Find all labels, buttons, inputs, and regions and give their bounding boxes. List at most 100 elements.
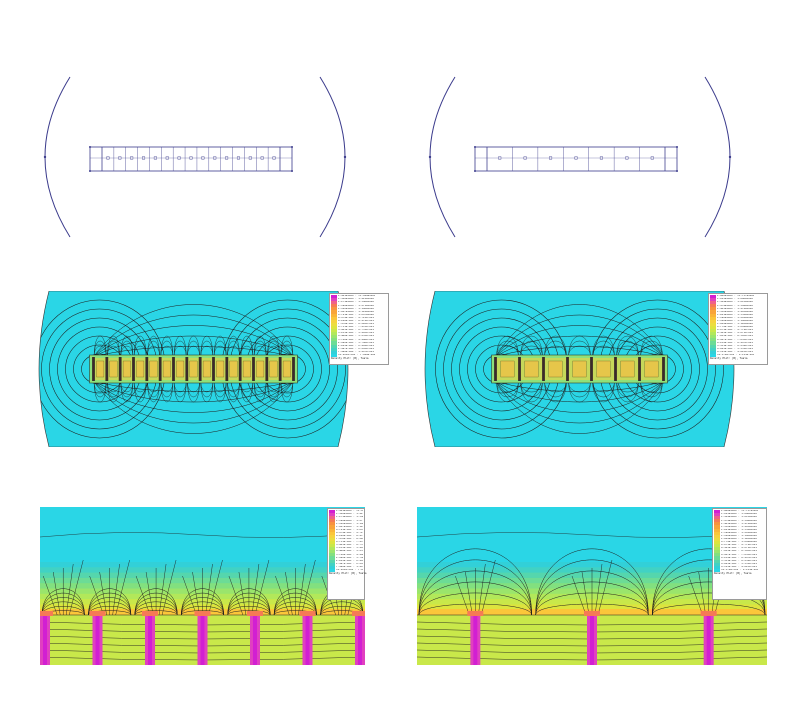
geometry-node: [89, 146, 91, 148]
legend-row: 2.245e-001 : 2.992e-001: [331, 344, 387, 348]
flux-line: [495, 380, 664, 424]
legend-row: 1.421e+000 : >1.496e+000: [331, 295, 387, 299]
magnet-label-marker: [189, 156, 193, 160]
legend-swatch: [329, 565, 335, 569]
magnet-segment: [524, 360, 539, 378]
legend-label: 6.947e-001 : 7.655e-001: [717, 338, 753, 341]
legend-swatch: [329, 540, 335, 545]
geometry-node: [89, 170, 91, 172]
flux-line: [43, 575, 58, 616]
legend-row: 1.615e+000 : 1.686e+000: [714, 513, 765, 517]
flux-line: [93, 314, 294, 358]
magnet-pole: [590, 357, 593, 381]
legend-label: 4.488e-001 : 5.235e-001: [338, 335, 374, 338]
pole-core: [358, 615, 362, 665]
flux-line: [93, 380, 294, 424]
legend-swatch: [710, 301, 716, 305]
magnet-pole: [132, 357, 135, 381]
magnet-pole: [225, 357, 229, 381]
flux-line: [688, 575, 703, 616]
legend-swatch: [331, 332, 337, 336]
legend-swatch: [714, 568, 720, 572]
legend-row: 5.235e-001 : 5.983e-001: [331, 332, 387, 336]
flux-line: [581, 571, 590, 616]
flux-line: [93, 304, 294, 358]
magnet-pole: [518, 357, 521, 381]
geometry-drawing-left: [43, 76, 347, 238]
magnet-pole: [158, 357, 162, 381]
legend-swatch: [329, 528, 335, 532]
legend-label: 1.474e+000 : 1.544e+000: [721, 519, 757, 522]
density-band: [40, 562, 365, 568]
zoom-plot-right: [417, 507, 767, 665]
legend-swatch: [714, 534, 720, 538]
flux-line: [251, 563, 260, 616]
pole-core: [43, 615, 47, 665]
legend-row: 7.478e-001 : 8.226e-001: [331, 322, 387, 326]
flux-line: [135, 575, 151, 616]
legend-label: 6.239e-001 : 6.947e-001: [721, 556, 757, 559]
magnet-label-marker: [523, 156, 527, 160]
legend-row: 1.122e+000 : 1.196e+000: [331, 307, 387, 311]
legend-swatch: [710, 304, 716, 308]
legend-swatch: [714, 519, 720, 523]
flux-line: [40, 532, 365, 538]
field-contours: [39, 299, 348, 439]
legend-row: <4.578e-002 : 4.115e-001: [714, 568, 765, 572]
legend-label: 8.363e-001 : 9.071e-001: [717, 332, 753, 335]
legend-row: 7.496e-002 : 1.497e-001: [331, 350, 387, 354]
legend-row: <2.201e-004 : 7.496e-002: [331, 353, 387, 357]
flux-line: [93, 380, 294, 434]
legend-swatch: [329, 568, 335, 572]
legend-row: 1.346e+000 : 1.421e+000: [329, 513, 363, 517]
magnet-pole: [638, 357, 641, 381]
legend-row: 8.226e-001 : 8.974e-001: [331, 319, 387, 323]
legend-row: 1.686e+000 : >1.757e+000: [710, 295, 766, 299]
magnet-label-marker: [248, 156, 252, 160]
legend-label: 1.686e+000 : >1.757e+000: [721, 510, 759, 513]
magnet-segment: [282, 360, 291, 378]
legend-swatch: [329, 550, 335, 554]
legend-row: 1.271e+000 : 1.346e+000: [329, 516, 363, 520]
legend-swatch: [714, 531, 720, 535]
legend-label: <4.578e-002 : 4.115e-001: [721, 569, 759, 572]
flux-line: [594, 563, 603, 616]
legend-swatch: [714, 556, 720, 560]
legend-swatch: [329, 531, 335, 535]
field-plot-left: [38, 291, 349, 447]
magnet-label-marker: [498, 156, 502, 160]
legend-label: 5.531e-001 : 6.239e-001: [721, 559, 757, 562]
magnet-segment: [269, 360, 278, 378]
legend-row: 6.731e-001 : 7.478e-001: [331, 325, 387, 330]
magnet-segment: [256, 360, 265, 378]
legend-swatch: [710, 347, 716, 351]
legend-label: 7.496e-002 : 1.497e-001: [336, 565, 363, 568]
legend-label: 9.779e-001 : 1.049e+000: [721, 541, 757, 544]
legend-title: Density Plot: |B|, Tesla: [714, 571, 752, 575]
flux-line: [205, 563, 213, 616]
flux-line: [535, 559, 649, 616]
magnet-pole: [118, 357, 122, 381]
legend-label: 1.615e+000 : 1.686e+000: [717, 298, 753, 301]
legend-swatch: [714, 540, 720, 545]
flux-line: [495, 346, 664, 358]
legend-swatch: [329, 522, 335, 526]
legend-label: 5.531e-001 : 6.239e-001: [717, 344, 753, 347]
pole-tip: [89, 611, 106, 616]
legend-row: 4.823e-001 : 5.531e-001: [714, 562, 765, 566]
legend-row: 1.497e-001 : 2.245e-001: [329, 562, 363, 566]
legend-swatch: [329, 516, 335, 520]
magnet-pole: [614, 357, 617, 381]
legend-swatch: [710, 353, 716, 357]
legend-label: 1.346e+000 : 1.421e+000: [338, 298, 374, 301]
pole-core: [305, 615, 310, 665]
magnet-label-marker: [549, 156, 553, 160]
magnet-segment: [548, 360, 563, 378]
magnet-label-marker: [142, 156, 146, 160]
legend-label: 8.363e-001 : 9.071e-001: [721, 547, 757, 550]
magnet-segment: [122, 360, 131, 378]
legend-swatch: [329, 562, 335, 566]
magnet-label-marker: [260, 156, 264, 160]
legend-label: 6.239e-001 : 6.947e-001: [717, 341, 753, 344]
legend-swatch: [331, 344, 337, 348]
